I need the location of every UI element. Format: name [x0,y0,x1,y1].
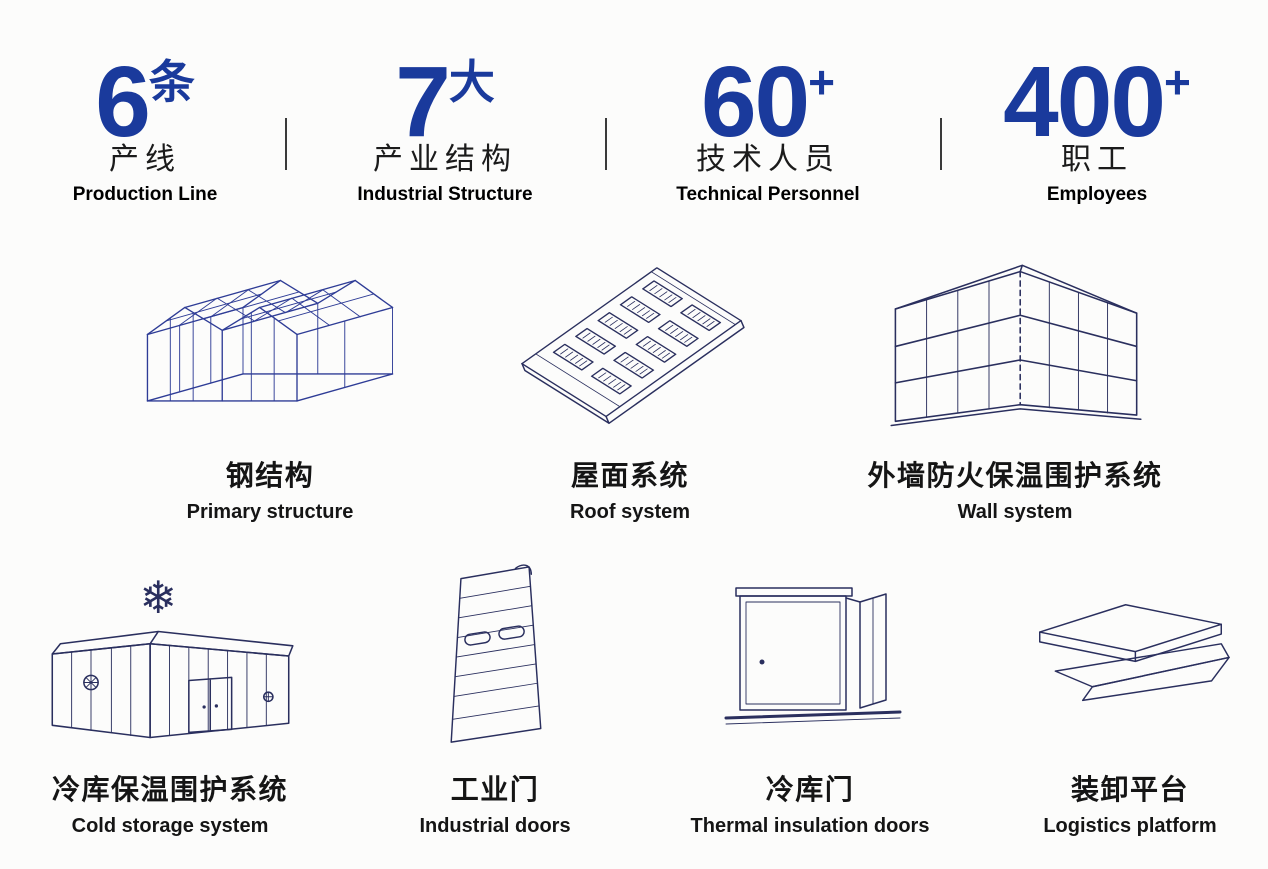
cold-storage-door-icon [645,550,975,762]
product-card-cold-storage: ❄ 冷库保温围护系统 Cold storage system [5,550,335,838]
steel-structure-drawing [146,279,394,402]
stat-divider [605,118,607,170]
stat-divider [940,118,942,170]
stat-number: 60+ [648,34,888,152]
stat-label-en: Technical Personnel [676,184,860,205]
stat-number-value: 6 [95,46,151,158]
product-label-zh: 外墙防火保温围护系统 [867,460,1163,491]
stat-number-value: 60 [700,46,810,158]
loading-platform-icon [975,550,1268,762]
stat-label-en: Production Line [72,184,218,205]
product-label-zh: 工业门 [450,774,540,805]
product-label-en: Cold storage system [71,815,269,837]
stat-number-value: 7 [395,46,451,158]
stat-number-suffix: 大 [448,56,495,108]
stat-employees: 400+ 职工 Employees [977,34,1217,206]
stat-label-zh: 产线 [109,143,181,176]
wall-system-icon [820,248,1210,448]
product-card-roof-system: 屋面系统 Roof system [455,248,805,524]
stat-label-zh: 产业结构 [373,143,517,176]
industrial-door-icon [345,550,645,762]
product-card-wall-system: 外墙防火保温围护系统 Wall system [820,248,1210,524]
product-label-zh: 冷库门 [765,774,855,805]
cold-storage-drawing: ❄ [51,571,294,739]
stat-label-zh: 技术人员 [696,143,840,176]
snowflake-icon: ❄ [139,571,177,624]
stat-technical-personnel: 60+ 技术人员 Technical Personnel [648,34,888,206]
roof-system-icon [455,248,805,448]
product-card-industrial-doors: 工业门 Industrial doors [345,550,645,838]
stat-label-zh: 职工 [1061,143,1133,176]
stat-label-en: Employees [1046,184,1148,205]
product-label-en: Thermal insulation doors [690,815,930,837]
stat-label-en: Industrial Structure [357,184,533,205]
stat-production-line: 6条 产线 Production Line [25,34,265,206]
stat-number-value: 400 [1003,46,1166,158]
product-label-zh: 冷库保温围护系统 [51,774,288,805]
stat-number: 400+ [977,34,1217,152]
stat-number-suffix: + [1163,56,1191,108]
stat-industrial-structure: 7大 产业结构 Industrial Structure [325,34,565,206]
wall-system-drawing [890,264,1142,427]
loading-platform-drawing [1038,604,1230,702]
roof-system-drawing [520,267,745,425]
product-label-en: Logistics platform [1043,815,1217,837]
product-label-en: Roof system [569,501,691,523]
product-label-zh: 装卸平台 [1070,774,1189,805]
stat-number: 7大 [325,34,565,152]
steel-structure-icon [95,248,445,448]
cold-storage-icon: ❄ [5,550,335,762]
stat-divider [285,118,287,170]
product-label-en: Industrial doors [419,815,571,837]
product-card-cold-storage-doors: 冷库门 Thermal insulation doors [645,550,975,838]
stat-number-suffix: 条 [148,56,195,108]
product-card-logistics-platform: 装卸平台 Logistics platform [975,550,1268,838]
stat-number-suffix: + [808,56,836,108]
product-label-en: Wall system [957,501,1073,523]
product-label-en: Primary structure [186,501,354,523]
stat-number: 6条 [25,34,265,152]
product-label-zh: 屋面系统 [570,460,689,491]
product-label-zh: 钢结构 [225,460,315,491]
cold-storage-door-drawing [724,586,902,724]
industrial-door-drawing [450,564,542,743]
product-card-primary-structure: 钢结构 Primary structure [95,248,445,524]
